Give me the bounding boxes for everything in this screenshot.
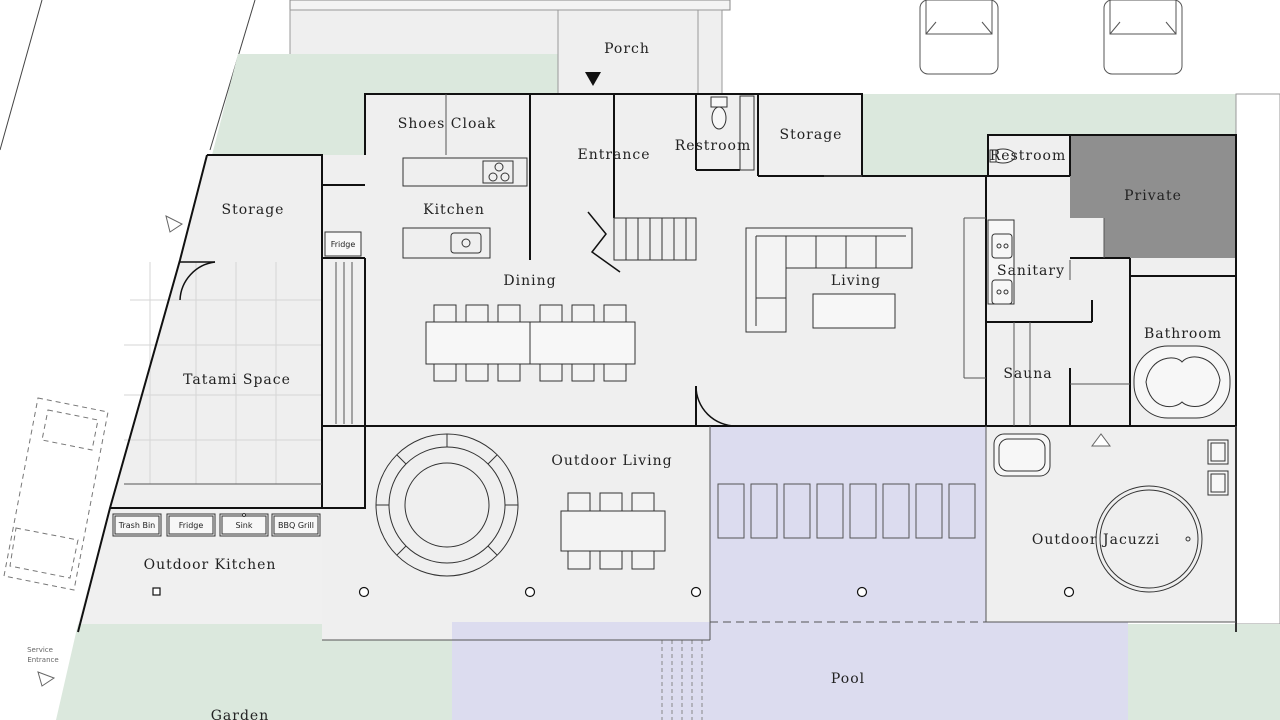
jacuzzi xyxy=(1095,485,1203,593)
fridge-indoor xyxy=(324,231,362,257)
fridge-indoor-label: Fridge xyxy=(331,240,356,249)
label-service-entrance-1: Service xyxy=(27,646,53,654)
label-kitchen: Kitchen xyxy=(423,202,485,218)
bathtub xyxy=(1133,345,1231,419)
label-shoes-cloak: Shoes Cloak xyxy=(398,116,496,132)
dining-table xyxy=(425,321,636,365)
label-tatami-space: Tatami Space xyxy=(183,372,291,388)
fridge-outdoor-label: Fridge xyxy=(179,521,204,530)
label-outdoor-kitchen: Outdoor Kitchen xyxy=(144,557,277,573)
label-sauna: Sauna xyxy=(1003,366,1052,382)
service-car xyxy=(3,397,109,591)
label-service-entrance-2: Entrance xyxy=(27,656,58,664)
thin-lines xyxy=(124,94,1237,641)
label-restroom-east: Restroom xyxy=(990,148,1066,164)
label-bathroom: Bathroom xyxy=(1144,326,1222,342)
columns xyxy=(152,586,1075,598)
coffee-table xyxy=(812,293,896,329)
outdoor-kitchen-counter xyxy=(112,513,321,537)
kitchen-counters xyxy=(402,157,528,259)
private-room-fill xyxy=(1070,135,1236,258)
entrance-arrow-icon xyxy=(585,72,601,86)
trash-bin-label: Trash Bin xyxy=(118,521,155,530)
label-outdoor-living: Outdoor Living xyxy=(551,453,672,469)
label-outdoor-jacuzzi: Outdoor Jacuzzi xyxy=(1032,532,1160,548)
label-private: Private xyxy=(1124,188,1182,204)
living-sofa xyxy=(745,227,913,333)
outdoor-round-sofa xyxy=(375,433,519,577)
label-porch: Porch xyxy=(604,41,650,57)
walls xyxy=(77,93,1237,633)
label-garden: Garden xyxy=(211,708,270,720)
pool-loungers xyxy=(717,483,976,539)
direction-markers xyxy=(37,215,1111,687)
label-restroom-entry: Restroom xyxy=(675,138,751,154)
sink-label: Sink xyxy=(235,521,252,530)
pool-areas xyxy=(452,426,1128,720)
staircase xyxy=(587,211,697,273)
bbq-grill-label: BBQ Grill xyxy=(278,521,314,530)
label-storage-entry: Storage xyxy=(780,127,843,143)
sanitary-sinks xyxy=(987,219,1015,305)
room-labels: Porch Shoes Cloak Entrance Restroom Stor… xyxy=(27,41,1222,720)
label-storage-west: Storage xyxy=(222,202,285,218)
label-dining: Dining xyxy=(503,273,556,289)
parked-cars xyxy=(919,0,1183,75)
toilets xyxy=(710,95,1016,171)
label-entrance: Entrance xyxy=(577,147,650,163)
label-sanitary: Sanitary xyxy=(997,263,1065,279)
dining-chairs xyxy=(433,304,627,382)
outdoor-dining xyxy=(560,492,666,570)
label-pool: Pool xyxy=(831,671,865,687)
label-living: Living xyxy=(831,273,881,289)
outdoor-chairs xyxy=(1207,439,1229,496)
door-swings xyxy=(179,261,737,427)
outdoor-tub xyxy=(993,433,1051,477)
